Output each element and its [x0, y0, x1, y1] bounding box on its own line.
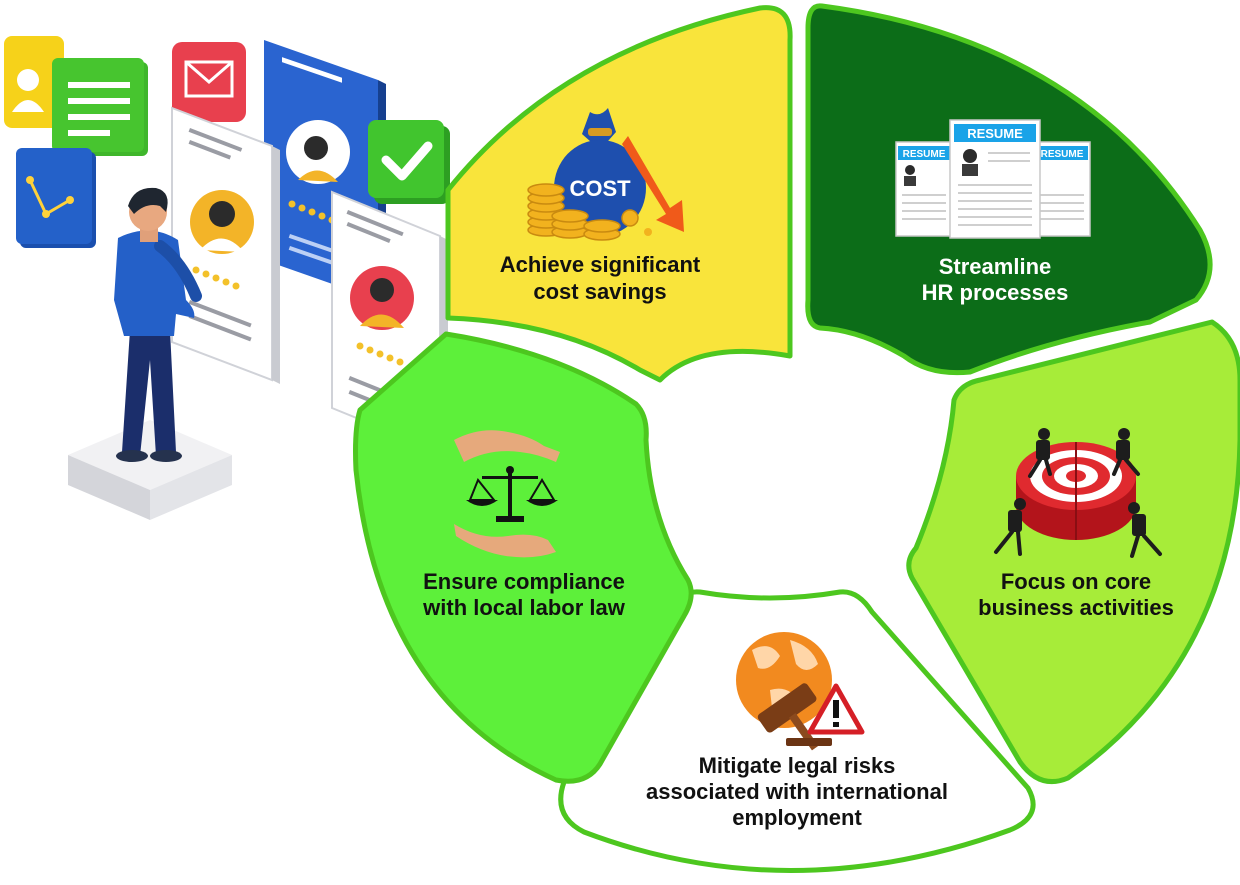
hr-label-line2: HR processes — [922, 280, 1069, 305]
legal-label-line1: Mitigate legal risks — [699, 753, 896, 778]
globe-gavel-warning-icon — [736, 632, 865, 751]
pedestal — [68, 420, 232, 520]
resume-tag-center: RESUME — [967, 126, 1023, 141]
contact-card-icon — [4, 36, 148, 156]
compliance-label-line2: with local labor law — [422, 595, 626, 620]
cost-label: COST — [569, 176, 631, 201]
hands-scales-icon — [454, 430, 560, 558]
cost-savings-label-line1: Achieve significant — [500, 252, 701, 277]
focus-label-line2: business activities — [978, 595, 1174, 620]
resume-tag-right: RESUME — [1041, 149, 1084, 160]
cost-savings-label-line2: cost savings — [533, 279, 666, 304]
focus-label-line1: Focus on core — [1001, 569, 1151, 594]
legal-label-line3: employment — [732, 805, 862, 830]
profile-card-center — [171, 106, 280, 384]
check-icon — [368, 120, 450, 204]
resume-documents-icon: RESUME RESUME RESUME — [895, 119, 1091, 239]
resume-tag-left: RESUME — [903, 149, 946, 160]
target-teamwork-icon — [994, 428, 1162, 558]
legal-label-line2: associated with international — [646, 779, 948, 804]
compliance-label-line1: Ensure compliance — [423, 569, 625, 594]
segment-legal-risks — [558, 589, 1036, 873]
hr-label-line1: Streamline — [939, 254, 1052, 279]
money-bag-cost-icon: COST — [527, 108, 684, 241]
recruiter-illustration — [4, 36, 450, 520]
segment-compliance — [353, 331, 694, 784]
chart-tile-icon — [16, 148, 96, 248]
recruiter-figure — [114, 187, 202, 462]
segment-focus-core — [906, 319, 1240, 784]
